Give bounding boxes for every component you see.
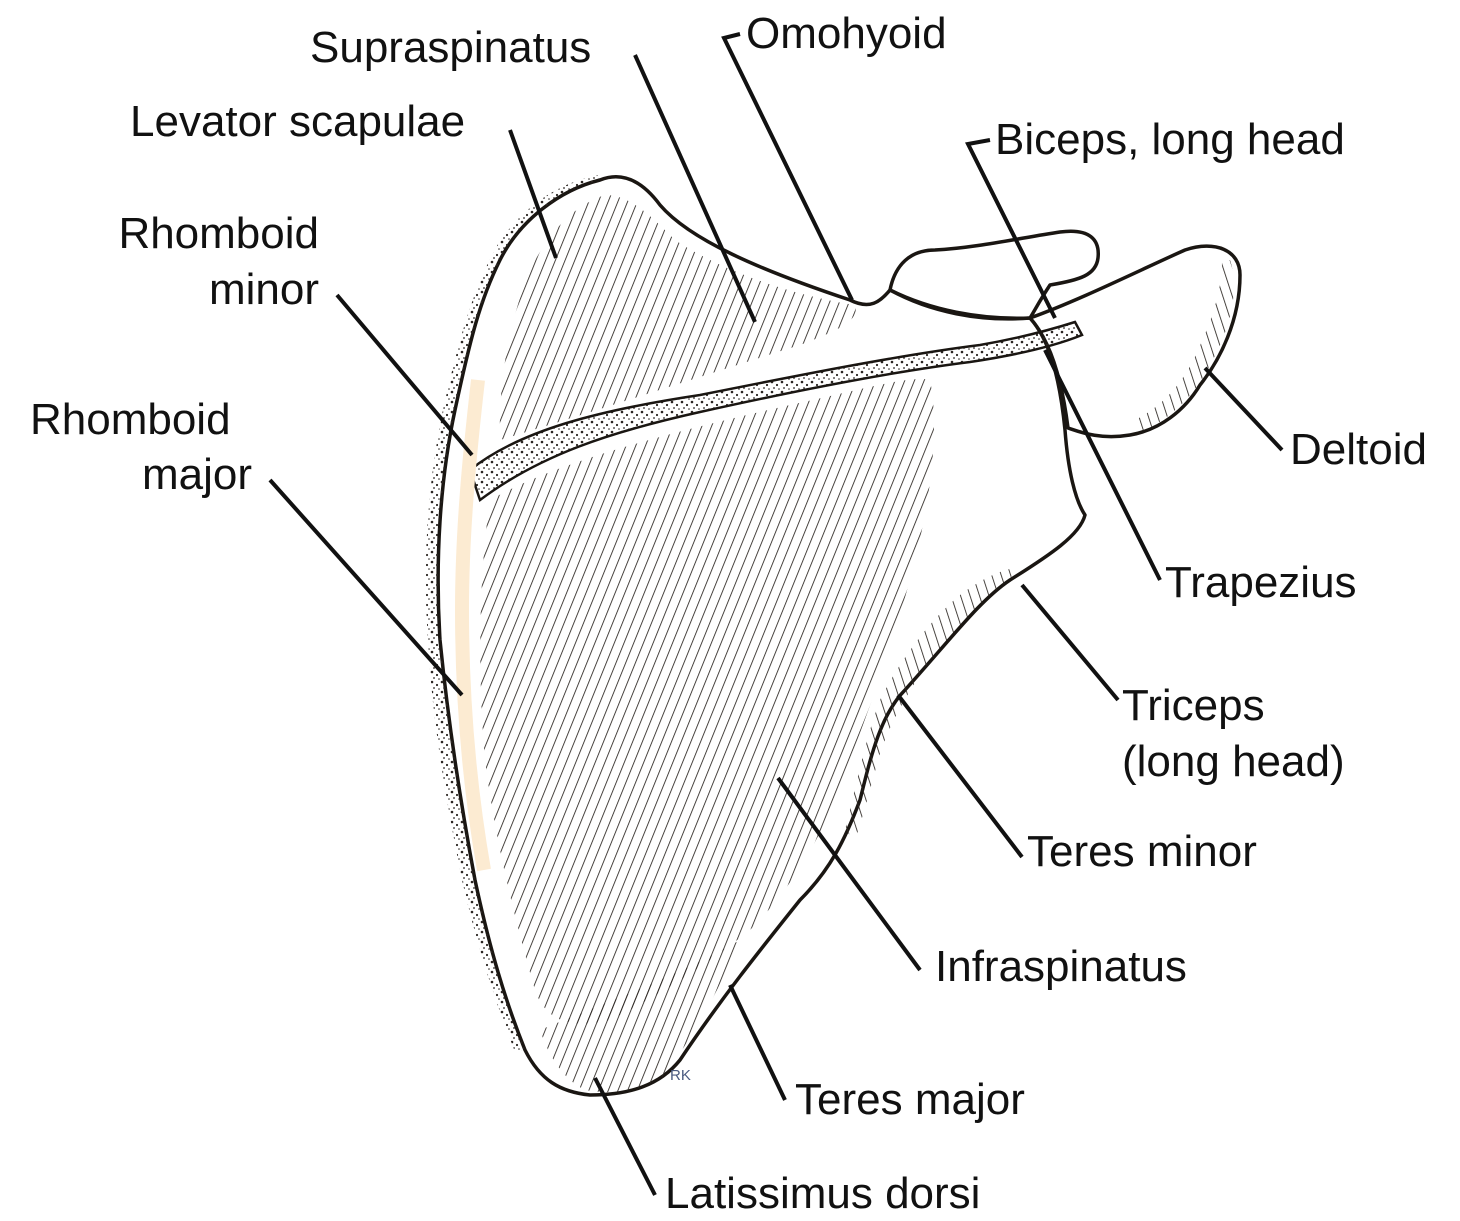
label-latissimus-dorsi: Latissimus dorsi (665, 1168, 980, 1220)
label-supraspinatus: Supraspinatus (310, 22, 591, 74)
leader-latissimus-dorsi (595, 1078, 655, 1195)
label-teres-major: Teres major (795, 1074, 1025, 1126)
label-trapezius: Trapezius (1165, 557, 1357, 609)
leader-triceps (1022, 585, 1118, 700)
label-infraspinatus: Infraspinatus (935, 941, 1187, 993)
label-rhomboid-major-line2: major (30, 449, 252, 501)
coracoid (890, 231, 1098, 319)
leader-infraspinatus (778, 778, 920, 970)
label-deltoid: Deltoid (1290, 424, 1427, 476)
artist-mark: RK (670, 1067, 691, 1084)
leader-deltoid (1205, 368, 1282, 450)
label-teres-minor: Teres minor (1027, 826, 1257, 878)
leader-levator-scapulae (510, 130, 556, 258)
leader-biceps-long-head (968, 140, 1055, 318)
infraspinatus-area (480, 379, 934, 1024)
leader-teres-minor (898, 695, 1022, 857)
label-levator-scapulae: Levator scapulae (130, 96, 465, 148)
label-biceps-long-head: Biceps, long head (995, 114, 1345, 166)
label-rhomboid-minor-line1: Rhomboid (97, 208, 319, 260)
label-triceps-line1: Triceps (1122, 680, 1265, 732)
label-rhomboid-major-line1: Rhomboid (30, 394, 231, 446)
label-rhomboid-minor-line2: minor (97, 264, 319, 316)
label-triceps-line2: (long head) (1122, 736, 1345, 788)
leader-teres-major (730, 985, 785, 1100)
label-omohyoid: Omohyoid (746, 8, 947, 60)
